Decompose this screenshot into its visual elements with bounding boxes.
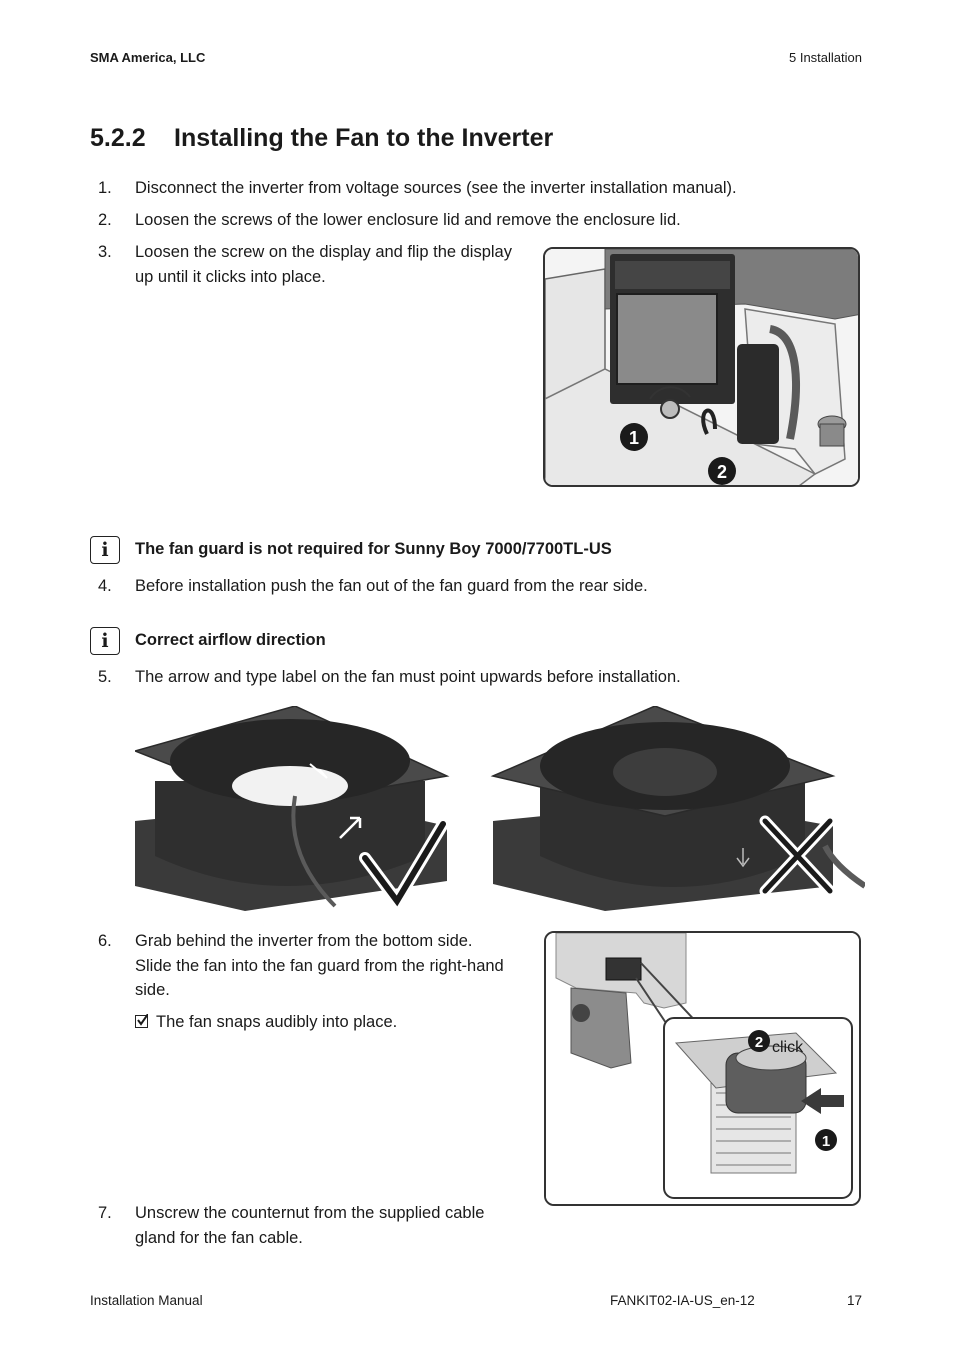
callout-2: 2 [717, 462, 727, 482]
step-text: Loosen the screw on the display and flip… [135, 240, 512, 289]
step-result: The fan snaps audibly into place. [135, 1010, 397, 1035]
step-line: up until it clicks into place. [135, 267, 326, 286]
step-number: 3. [98, 243, 112, 261]
step-number: 7. [98, 1204, 112, 1222]
section-title: Installing the Fan to the Inverter [174, 124, 554, 152]
step-line: Grab behind the inverter from the bottom… [135, 932, 473, 950]
result-text: The fan snaps audibly into place. [156, 1013, 398, 1031]
section-heading: 5.2.2 Installing the Fan to the Inverter [90, 124, 553, 153]
step-text: Before installation push the fan out of … [135, 577, 648, 595]
note-text: The fan guard is not required for Sunny … [135, 540, 612, 558]
step-line: Loosen the screw on the display and flip… [135, 243, 512, 261]
step-text: The arrow and type label on the fan must… [135, 668, 681, 686]
section-number: 5.2.2 [90, 124, 146, 152]
step-line: side. [135, 981, 170, 999]
step-number: 6. [98, 932, 112, 950]
step-number: 4. [98, 577, 112, 595]
info-icon: i [90, 627, 120, 655]
step-number: 5. [98, 668, 112, 686]
header-chapter: 5 Installation [789, 50, 862, 65]
callout-2: 2 [755, 1034, 763, 1051]
display-flip-figure: 1 2 [543, 247, 860, 487]
callout-1: 1 [629, 428, 639, 448]
checkbox-checked-icon [135, 1014, 148, 1028]
note-text: Correct airflow direction [135, 631, 326, 649]
fan-guard-figure: 2 click 1 [544, 931, 861, 1206]
step-text: Unscrew the counternut from the supplied… [135, 1201, 484, 1250]
step-text: Loosen the screws of the lower enclosure… [135, 211, 681, 229]
callout-1: 1 [822, 1133, 830, 1150]
step-number: 1. [98, 179, 112, 197]
footer-page-number: 17 [846, 1293, 862, 1308]
step-text: Grab behind the inverter from the bottom… [135, 929, 504, 1003]
info-icon: i [90, 536, 120, 564]
footer-manual: Installation Manual [90, 1293, 203, 1308]
inverter-display-illustration: 1 2 [545, 249, 858, 485]
click-label: click [772, 1039, 804, 1056]
step-number: 2. [98, 211, 112, 229]
step-line: Unscrew the counternut from the supplied… [135, 1204, 485, 1222]
header-company: SMA America, LLC [90, 50, 206, 65]
step-text: Disconnect the inverter from voltage sou… [135, 179, 737, 197]
fan-incorrect [490, 705, 867, 911]
fan-guard-illustration: 2 click 1 [546, 933, 859, 1204]
fan-orientation-figure [132, 705, 867, 912]
fan-correct [132, 705, 450, 912]
footer-doc-id: FANKIT02-IA-US_en-12 [610, 1293, 755, 1308]
step-line: Slide the fan into the fan guard from th… [135, 956, 504, 975]
step-line: gland for the fan cable. [135, 1228, 303, 1247]
fan-orientation-illustration [132, 705, 867, 912]
